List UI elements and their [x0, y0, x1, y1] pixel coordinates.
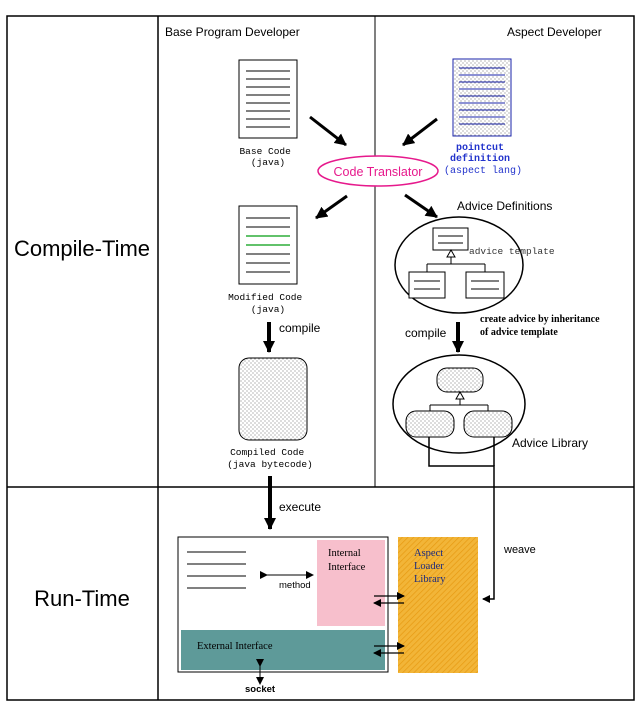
- arrow-base-to-translator: [309, 115, 347, 147]
- pointcut-document: [452, 58, 512, 137]
- compiled-code-label: Compiled Code (java bytecode): [227, 447, 313, 470]
- code-translator: [317, 155, 439, 187]
- base-code-label: Base Code (java): [239, 146, 296, 168]
- compiled-code-block: [238, 357, 308, 441]
- modified-code-label: Modified Code (java): [228, 292, 308, 315]
- base-code-document: [238, 59, 298, 139]
- arrow-translator-to-advice: [404, 193, 438, 219]
- advice-template-box: [432, 227, 469, 251]
- aspect-loader-label: Aspect Loader Library: [414, 548, 446, 585]
- execute-label: execute: [279, 500, 321, 514]
- aspect-loader-library: [398, 537, 478, 673]
- internal-interface-label: Internal Interface: [328, 548, 366, 573]
- external-interface-label: External Interface: [197, 641, 273, 652]
- run-time-label: Run-Time: [34, 586, 130, 611]
- advice-definitions-label: Advice Definitions: [457, 199, 552, 213]
- advice-library-tree: [429, 390, 489, 411]
- base-developer-header: Base Program Developer: [165, 25, 300, 39]
- method-label: method: [279, 580, 311, 591]
- weave-label: weave: [503, 544, 536, 556]
- runtime-code-lines: [187, 551, 246, 589]
- advice-library-top-node: [436, 367, 484, 393]
- advice-subclass-box-left: [408, 271, 446, 299]
- internal-interface-box: [317, 540, 385, 626]
- advice-template-label: advice template: [469, 246, 555, 257]
- pointcut-label: pointcut definition (aspect lang): [444, 142, 522, 177]
- advice-library-label: Advice Library: [512, 436, 588, 450]
- socket-label: socket: [245, 684, 276, 695]
- aspect-developer-header: Aspect Developer: [507, 25, 602, 39]
- compile-left-label: compile: [279, 321, 321, 335]
- outer-frame: [6, 15, 635, 701]
- modified-code-document: [238, 205, 298, 285]
- advice-inheritance-tree: [426, 248, 486, 272]
- arrow-translator-to-modified: [315, 194, 348, 220]
- advice-library-right-node: [463, 410, 513, 438]
- arrow-pointcut-to-translator: [402, 117, 438, 147]
- advice-library-left-node: [405, 410, 455, 438]
- external-interface-box: [181, 630, 385, 670]
- compile-time-label: Compile-Time: [14, 236, 150, 261]
- code-translator-label: Code Translator: [334, 165, 423, 179]
- inheritance-note: create advice by inheritance of advice t…: [480, 314, 602, 338]
- advice-subclass-box-right: [465, 271, 505, 299]
- compile-right-label: compile: [405, 326, 447, 340]
